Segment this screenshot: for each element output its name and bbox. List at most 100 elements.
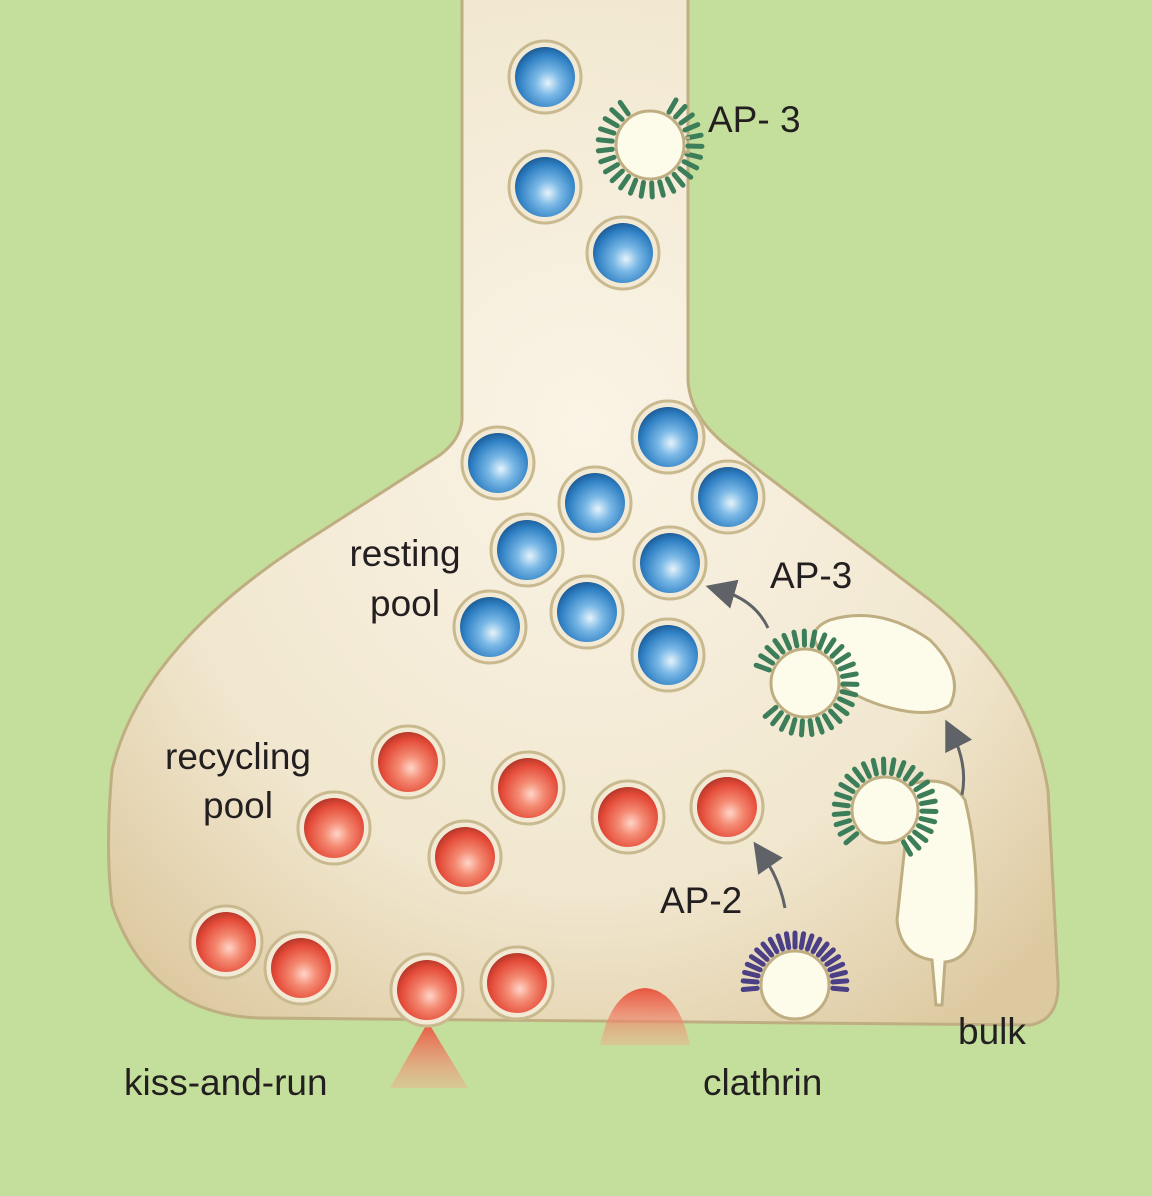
coat-spike xyxy=(617,99,631,117)
coat-spike xyxy=(758,653,776,666)
coat-spike xyxy=(839,689,859,698)
coat-spike xyxy=(838,782,856,794)
coat-spike xyxy=(673,104,688,120)
coat-spike xyxy=(682,122,701,133)
coat-spike xyxy=(767,936,780,955)
arrow-ap2-to-recycling xyxy=(753,841,787,909)
coat-spike xyxy=(834,652,852,665)
coat-spike xyxy=(804,933,815,952)
label-resting-pool-line1: resting xyxy=(349,533,461,574)
ap2-clathrin-pit xyxy=(740,930,850,1021)
coat-spike xyxy=(775,933,786,952)
coat-spike xyxy=(912,829,929,843)
coat-spike xyxy=(678,112,695,126)
coat-spike xyxy=(671,171,686,188)
blue-vesicle-icon xyxy=(557,465,633,541)
blue-vesicle-icon xyxy=(507,39,583,115)
coat-spike xyxy=(902,764,916,782)
coat-spike xyxy=(833,702,850,717)
resting-pool-vesicles xyxy=(452,39,766,693)
coat-spike xyxy=(901,839,913,857)
coat-spike xyxy=(609,107,625,122)
bulk-endosome xyxy=(831,756,978,1007)
coat-spike xyxy=(830,978,850,985)
label-clathrin: clathrin xyxy=(703,1062,823,1103)
coat-spike xyxy=(664,176,677,194)
coat-spike xyxy=(778,714,791,732)
coat-spike xyxy=(831,810,851,817)
coat-spike xyxy=(598,154,617,165)
coat-spike xyxy=(799,718,805,738)
label-recycling-pool-line2: pool xyxy=(203,785,273,826)
coat-spike xyxy=(798,931,807,951)
coat-spike xyxy=(833,818,853,828)
coat-spike xyxy=(764,644,780,660)
coat-spike xyxy=(824,954,842,967)
coat-spike xyxy=(907,835,922,851)
red-vesicle-icon xyxy=(590,779,666,855)
coat-spike xyxy=(918,798,938,807)
coat-spike xyxy=(681,159,700,171)
red-vesicle-icon xyxy=(479,945,555,1021)
label-resting-pool-line2: pool xyxy=(370,583,440,624)
coat-spike xyxy=(830,985,850,993)
coat-spike xyxy=(781,632,793,651)
blue-vesicle-icon xyxy=(507,149,583,225)
arrow-bulk-to-endosome xyxy=(945,719,973,796)
label-bulk: bulk xyxy=(958,1011,1026,1052)
label-kiss-and-run: kiss-and-run xyxy=(124,1062,328,1103)
kiss-and-run-release-cone xyxy=(390,1022,468,1088)
coat-spike xyxy=(657,179,666,198)
coat-spike xyxy=(598,126,617,136)
coat-spike xyxy=(762,704,779,719)
label-recycling-pool-line1: recycling xyxy=(165,736,311,777)
red-vesicle-icon xyxy=(296,790,372,866)
coat-spike xyxy=(609,168,625,184)
coat-spike xyxy=(843,831,860,846)
coat-spike xyxy=(888,757,897,777)
coat-spike xyxy=(760,941,775,958)
coat-spike xyxy=(744,961,763,973)
clathrin-release-plume xyxy=(600,988,690,1045)
coat-spike xyxy=(908,771,924,787)
coat-spike xyxy=(852,766,866,783)
coat-spike xyxy=(916,788,935,799)
coat-spike xyxy=(916,823,934,835)
coat-spike xyxy=(772,638,786,655)
label-ap2: AP-2 xyxy=(660,880,743,921)
coat-spike xyxy=(860,761,872,779)
coat-spike xyxy=(823,637,837,654)
coat-spike xyxy=(827,961,846,973)
coat-spike xyxy=(815,716,825,735)
red-vesicle-icon xyxy=(689,769,765,845)
coat-spike xyxy=(788,717,798,736)
coat-spike xyxy=(742,969,761,979)
red-vesicle-icon xyxy=(389,952,465,1028)
coat-spike xyxy=(638,179,647,199)
coat-spike xyxy=(754,947,770,962)
coat-spike xyxy=(829,643,845,659)
ap3-budding-vesicle-top xyxy=(595,97,705,200)
coat-spike xyxy=(807,718,815,738)
coat-spike xyxy=(809,629,818,649)
blue-vesicle-icon xyxy=(549,574,625,650)
blue-vesicle-icon xyxy=(690,459,766,535)
coat-spike xyxy=(829,969,848,979)
blue-vesicle-icon xyxy=(460,425,536,501)
arrow-ap3-to-resting xyxy=(705,579,770,629)
coat-spike xyxy=(627,177,639,196)
coat-spike xyxy=(837,696,855,708)
coat-spike xyxy=(677,166,694,180)
coat-spike xyxy=(821,713,835,731)
coat-spike xyxy=(837,661,856,672)
red-vesicle-icon xyxy=(490,750,566,826)
coat-spike xyxy=(896,760,907,779)
red-vesicle-icon xyxy=(370,724,446,800)
blue-vesicle-icon xyxy=(632,525,708,601)
coat-spike xyxy=(740,978,760,985)
coat-spike xyxy=(844,773,860,788)
coat-spike xyxy=(753,662,772,673)
coat-spike xyxy=(666,97,679,115)
coat-spike xyxy=(820,947,836,962)
